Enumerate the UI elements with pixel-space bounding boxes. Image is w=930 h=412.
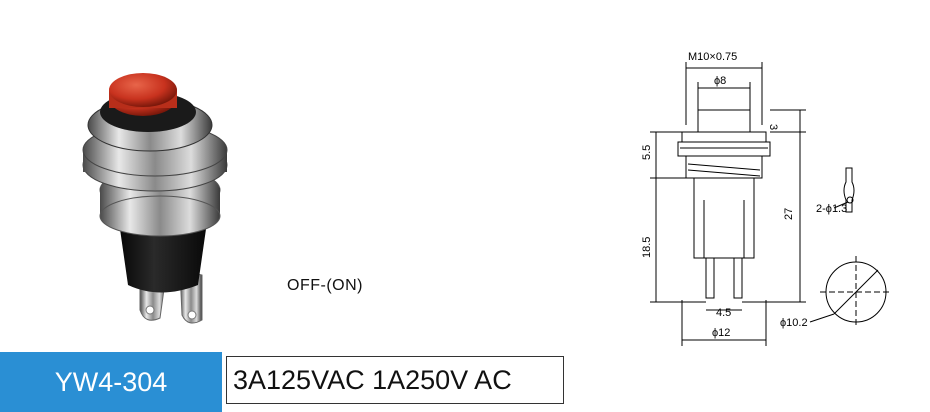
switch-mode-label: OFF-(ON) xyxy=(287,277,363,294)
dimension-drawing: M10×0.75 ϕ8 3 5.5 27 18.5 2-ϕ1.3 4.5 ϕ12… xyxy=(641,51,892,346)
cap-diameter-dim: ϕ8 xyxy=(714,75,726,87)
dim-5-5: 5.5 xyxy=(641,145,653,160)
dim-18-5: 18.5 xyxy=(641,237,653,258)
rating-box: 3A125VAC 1A250V AC xyxy=(226,356,564,404)
switch-photo xyxy=(82,73,228,324)
thread-dim: M10×0.75 xyxy=(688,51,737,63)
model-number: YW4-304 xyxy=(54,366,168,397)
dim-27: 27 xyxy=(783,208,795,220)
dim-4-5: 4.5 xyxy=(716,307,731,319)
pin-hole-dim: 2-ϕ1.3 xyxy=(816,203,847,215)
dim-12: ϕ12 xyxy=(712,327,730,339)
model-banner: YW4-304 xyxy=(0,352,222,412)
dim-3: 3 xyxy=(767,124,779,130)
panel-hole-dim: ϕ10.2 xyxy=(780,317,808,329)
electrical-rating: 3A125VAC 1A250V AC xyxy=(233,364,512,395)
